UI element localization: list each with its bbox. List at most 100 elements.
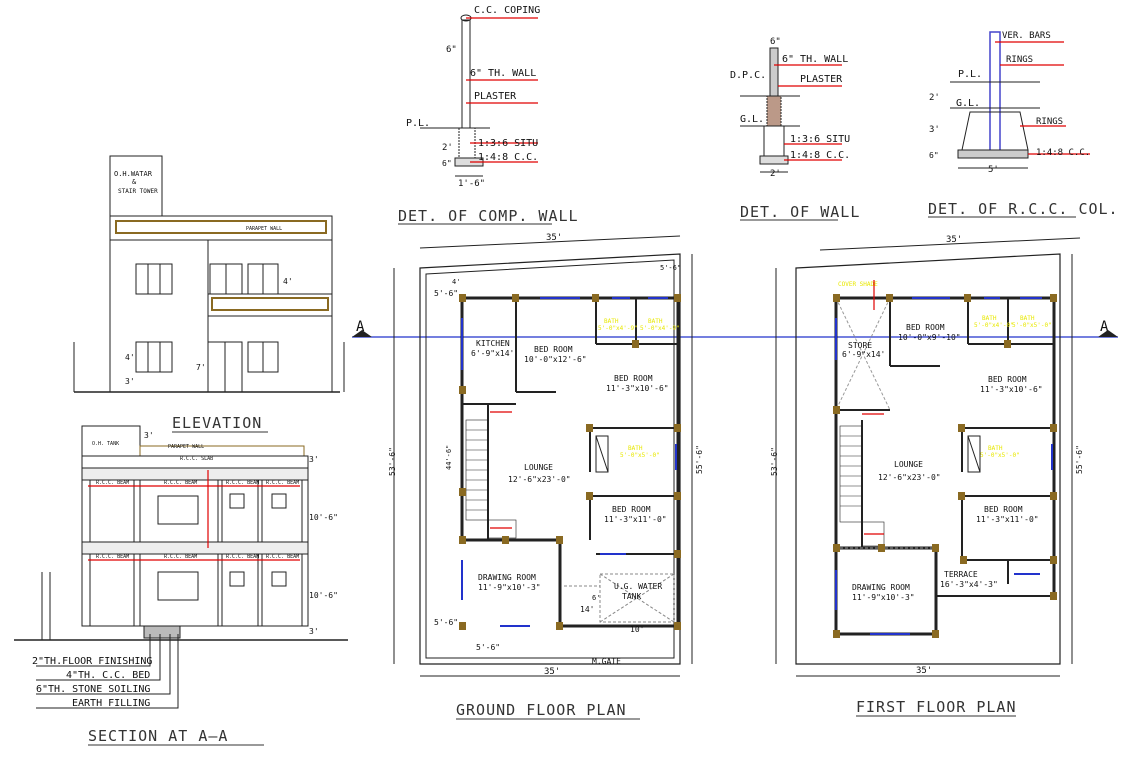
section-mark-right: A (1100, 319, 1109, 335)
gf-setback-top: 4' (452, 278, 460, 286)
ff-room-store: STORE (848, 341, 872, 350)
sec-beam-5: R.C.C. BEAM (96, 554, 129, 560)
sec-parapet: PARAPET WALL (168, 444, 204, 450)
col-gl: G.L. (956, 98, 980, 109)
col-dim-6: 6" (929, 151, 939, 160)
sec-dim-3b: 3' (309, 455, 319, 464)
wall-label-cc: 1:4:8 C.C. (790, 150, 850, 161)
ff-room-drawing-size: 11'-9"x10'-3" (852, 593, 915, 602)
col-title: DET. OF R.C.C. COL. (928, 200, 1119, 218)
sec-beam-2: R.C.C. BEAM (164, 480, 197, 486)
col-pl: P.L. (958, 69, 982, 80)
gf-dim-10: 10' (630, 625, 644, 634)
col-label-cc: 1:4:8 C.C. (1036, 148, 1090, 158)
gf-room-lounge: LOUNGE (524, 463, 553, 472)
ff-room-bed3: BED ROOM (984, 505, 1023, 514)
gf-room-bed1: BED ROOM (534, 345, 573, 354)
ff-bath2: BATH (1020, 315, 1035, 322)
wall-dim-bottom: 2' (770, 169, 781, 179)
gf-gate: M.GATE (592, 657, 621, 666)
sec-beam-4: R.C.C. BEAM (266, 480, 299, 486)
ff-room-store-size: 6'-9"x14' (842, 350, 885, 359)
ff-room-bed1: BED ROOM (906, 323, 945, 332)
ff-dim-left: 53'-6" (770, 447, 779, 476)
col-dim-3: 3' (929, 125, 940, 135)
comp-wall-title: DET. OF COMP. WALL (398, 207, 579, 225)
comp-label-wall: 6" TH. WALL (470, 68, 536, 79)
sec-beam-3: R.C.C. BEAM (226, 480, 259, 486)
ff-room-bed3-size: 11'-3"x11'-0" (976, 515, 1039, 524)
elev-dim-4b: 4' (125, 353, 135, 362)
wall-detail: 6" 6" TH. WALL PLASTER 1:3:6 SITU 1:4:8 … (730, 37, 860, 221)
elevation-view: O.H.WATAR & STAIR TOWER PARAPET WALL 4' … (73, 155, 345, 433)
gf-room-drawing-size: 11'-9"x10'-3" (478, 583, 541, 592)
gf-setback-tl: 5'-6" (434, 289, 458, 298)
sec-beam-8: R.C.C. BEAM (266, 554, 299, 560)
sec-beam-6: R.C.C. BEAM (164, 554, 197, 560)
gf-room-kitchen: KITCHEN (476, 339, 510, 348)
rcc-col-detail: VER. BARS RINGS RINGS 1:4:8 C.C. P.L. G.… (928, 31, 1119, 218)
elev-ohwater: O.H.WATAR (114, 170, 153, 178)
gf-room-bed3: BED ROOM (612, 505, 651, 514)
gf-room-tank2: TANK (622, 592, 641, 601)
ff-bath3: BATH (988, 445, 1003, 452)
ff-bath2-size: 5'-0"x5'-0" (1012, 322, 1052, 329)
first-floor-plan: 35' 35' 53'-6" 55'-6" COVER SHADE (770, 235, 1084, 717)
elev-amp: & (132, 178, 137, 186)
wall-title: DET. OF WALL (740, 203, 860, 221)
gf-setback-bl: 5'-6" (434, 618, 458, 627)
comp-label-situ: 1:3:6 SITU (478, 138, 538, 149)
col-dim-5: 5' (988, 165, 999, 175)
gf-inner-left: 44'-6" (445, 445, 453, 470)
col-label-verbars: VER. BARS (1002, 31, 1051, 41)
comp-label-cc: 1:4:8 C.C. (478, 152, 538, 163)
comp-wall-detail: C.C. COPING 6" TH. WALL PLASTER 1:3:6 SI… (398, 5, 579, 225)
section-line-a-a: A A (352, 319, 1118, 338)
gf-room-drawing: DRAWING ROOM (478, 573, 536, 582)
ground-floor-plan: 35' 35' 53'-6" 55'-6" 5'-6" 5'-6" 4' 5'-… (388, 233, 704, 720)
section-arrow-left (352, 330, 372, 337)
col-dim-2: 2' (929, 93, 940, 103)
section-view: O.H. TANK PARAPET WALL R.C.C. SLAB R.C.C… (14, 425, 348, 746)
ff-room-drawing: DRAWING ROOM (852, 583, 910, 592)
section-title: SECTION AT A—A (88, 727, 228, 745)
sec-slab: R.C.C. SLAB (180, 456, 213, 462)
comp-dim-6b: 6" (442, 159, 452, 168)
comp-dim-bottom: 1'-6" (458, 179, 485, 189)
ff-room-terrace-size: 16'-3"x4'-3" (940, 580, 998, 589)
gf-dim-6: 6' (592, 594, 600, 602)
ff-cover-shade: COVER SHADE (838, 281, 878, 288)
gf-bath1: BATH (604, 318, 619, 325)
wall-dpc: D.P.C. (730, 70, 766, 81)
wall-dim-top: 6" (770, 37, 781, 47)
sec-dim-10b: 10'-6" (309, 591, 338, 600)
ff-room-lounge-size: 12'-6"x23'-0" (878, 473, 941, 482)
ff-dim-right: 55'-6" (1075, 445, 1084, 474)
ff-room-bed2-size: 11'-3"x10'-6" (980, 385, 1043, 394)
ff-dim-top: 35' (946, 235, 962, 245)
sec-beam-1: R.C.C. BEAM (96, 480, 129, 486)
gf-dim-right: 55'-6" (695, 445, 704, 474)
gf-room-bed1-size: 10'-0"x12'-6" (524, 355, 587, 364)
sec-layer-3: 6"TH. STONE SOILING (36, 684, 150, 695)
gf-setback-tr: 5'-6" (660, 264, 681, 272)
sec-beam-7: R.C.C. BEAM (226, 554, 259, 560)
comp-dim-2: 2' (442, 143, 453, 153)
gf-bath3-size: 5'-0"x5'-0" (620, 452, 660, 459)
ff-room-bed1-size: 10'-0"x9'-10" (898, 333, 961, 342)
sec-ohtank: O.H. TANK (92, 441, 119, 447)
ff-bath1-size: 5'-0"x4'-0" (974, 322, 1014, 329)
ff-room-bed2: BED ROOM (988, 375, 1027, 384)
gf-dim-left: 53'-6" (388, 447, 397, 476)
elev-parapet: PARAPET WALL (246, 226, 282, 232)
section-mark-left: A (356, 319, 365, 335)
gf-room-bed2: BED ROOM (614, 374, 653, 383)
elev-dim-3: 3' (125, 377, 135, 386)
comp-dim-6: 6" (446, 45, 457, 55)
sec-dim-3a: 3' (144, 431, 154, 440)
gf-bath2-size: 5'-0"x4'-9" (640, 325, 680, 332)
sec-dim-10a: 10'-6" (309, 513, 338, 522)
ff-bath3-size: 5'-0"x5'-0" (980, 452, 1020, 459)
gf-bath1-size: 5'-0"x4'-9" (598, 325, 638, 332)
